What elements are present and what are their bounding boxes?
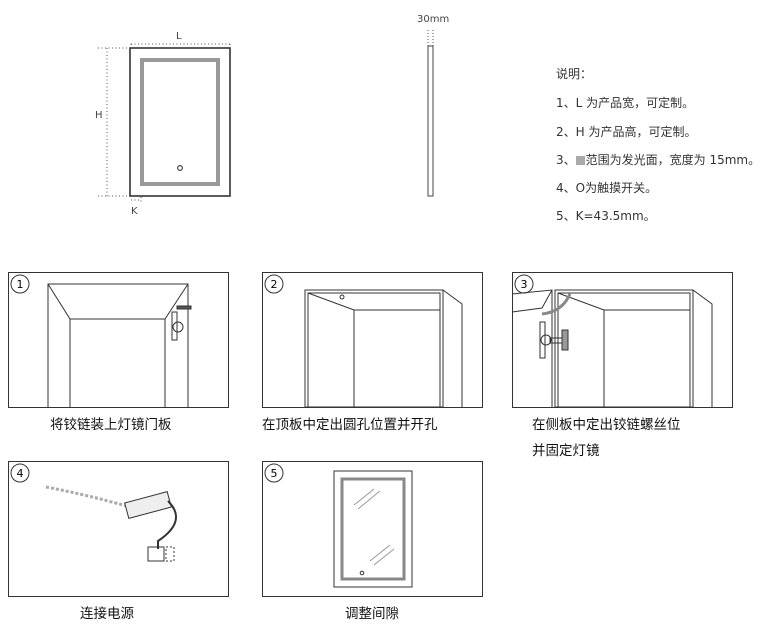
light-area-swatch-icon [575, 156, 585, 165]
step-3-illustration: 3 [512, 272, 733, 408]
dimension-h-label: H [95, 110, 103, 121]
notes-title: 说明： [556, 67, 593, 81]
step-2-number: 2 [271, 278, 278, 291]
touch-switch-symbol: O [575, 181, 586, 195]
note-4-prefix: 4、 [556, 181, 576, 195]
step-3-caption-line1: 在侧板中定出铰链螺丝位 [532, 417, 681, 433]
dimension-l-label: L [176, 31, 182, 42]
step-3-caption-line2: 并固定灯镜 [532, 443, 600, 459]
note-4-text: 为触摸开关。 [585, 181, 658, 195]
depth-label: 30mm [417, 14, 450, 25]
step-4-number: 4 [17, 467, 24, 480]
step-2-illustration: 2 [262, 272, 483, 408]
note-3-prefix: 3、 [556, 153, 576, 167]
note-3-text: 范围为发光面，宽度为 15mm。 [585, 153, 761, 167]
note-2: 2、H 为产品高，可定制。 [556, 125, 697, 139]
step-2-caption: 在顶板中定出圆孔位置并开孔 [262, 417, 438, 433]
step-1-illustration: 1 [8, 272, 229, 408]
note-3: 3、范围为发光面，宽度为 15mm。 [556, 151, 760, 168]
mirror-front-view [98, 43, 231, 202]
note-5: 5、K=43.5mm。 [556, 209, 656, 223]
step-5-illustration: 5 [262, 461, 483, 597]
note-1: 1、L 为产品宽，可定制。 [556, 96, 695, 110]
dimension-k-label: K [131, 206, 138, 217]
mirror-side-view [427, 30, 434, 197]
step-1-caption: 将铰链装上灯镜门板 [50, 417, 172, 433]
step-5-number: 5 [271, 467, 278, 480]
step-4-caption: 连接电源 [80, 606, 134, 622]
step-3-number: 3 [521, 278, 528, 291]
step-5-caption: 调整间隙 [345, 606, 399, 622]
step-1-number: 1 [17, 278, 24, 291]
note-4: 4、O为触摸开关。 [556, 179, 657, 196]
step-4-illustration: 4 [8, 461, 229, 597]
